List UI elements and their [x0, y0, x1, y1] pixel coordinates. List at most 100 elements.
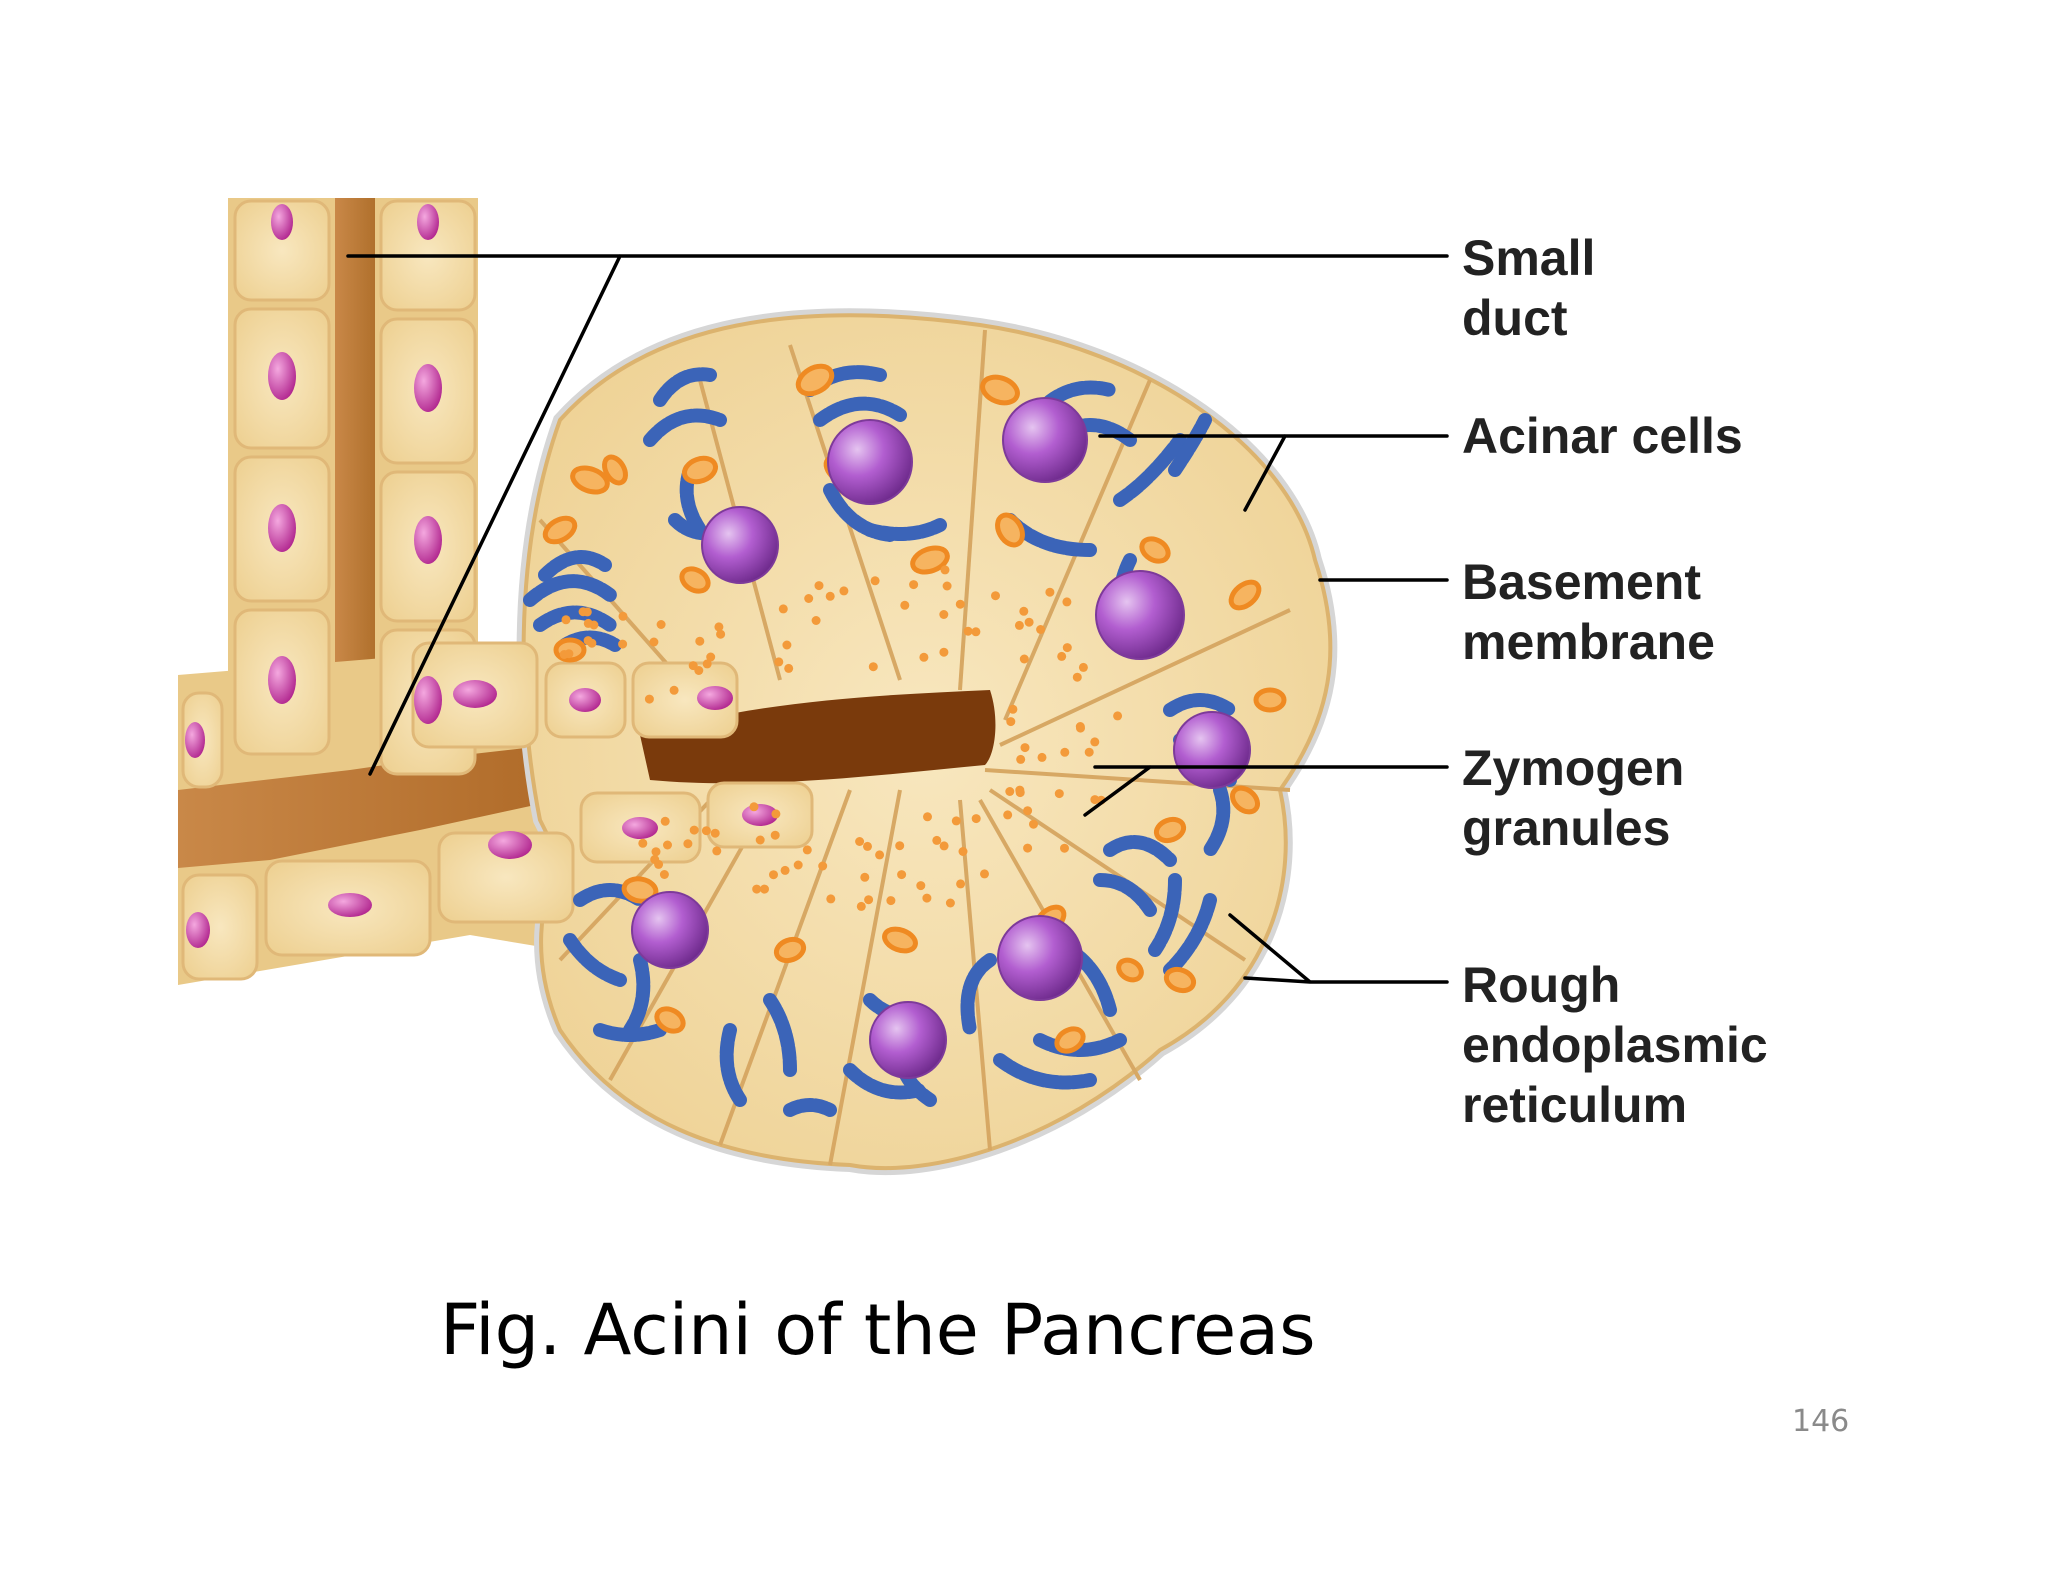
- acinar-cell-nucleus: [1002, 397, 1088, 483]
- duct-cell-nucleus: [622, 817, 658, 839]
- mitochondrion: [1054, 1026, 1086, 1054]
- zymogen-granule: [769, 870, 778, 880]
- duct-cell-nucleus: [697, 686, 733, 710]
- zymogen-granule: [714, 622, 724, 632]
- zymogen-granule: [587, 638, 597, 648]
- zymogen-granule: [1015, 785, 1025, 795]
- rough-er-strand: [1163, 893, 1217, 977]
- zymogen-granule: [1005, 787, 1015, 796]
- label-rough-er: Rough endoplasmic reticulum: [1462, 955, 1768, 1135]
- zymogen-granule: [752, 884, 762, 894]
- zymogen-granule: [971, 627, 981, 637]
- label-rough-er-line2: endoplasmic: [1462, 1017, 1768, 1073]
- duct-cell-nucleus: [417, 204, 439, 240]
- duct-cell: [181, 873, 259, 981]
- acinar-cell-nucleus: [1173, 711, 1251, 789]
- acinar-cell-nucleus: [827, 419, 913, 505]
- mitochondrion: [1228, 579, 1262, 611]
- duct-cells: [181, 199, 814, 981]
- zymogen-granule: [900, 600, 910, 610]
- acinus-lumen: [640, 690, 996, 784]
- zymogen-granule: [1060, 843, 1069, 853]
- zymogen-granule: [1029, 819, 1038, 829]
- label-zymogen-granules-line2: granules: [1462, 800, 1671, 856]
- zymogen-granule: [1076, 723, 1085, 733]
- zymogen-granule: [991, 591, 1000, 601]
- duct-cell-nucleus: [414, 364, 442, 412]
- mitochondrion: [795, 363, 835, 397]
- zymogen-granule: [695, 636, 705, 646]
- duct-cell-nucleus: [268, 656, 296, 704]
- rough-er-strand: [1168, 413, 1212, 477]
- rough-er-strand: [783, 1098, 837, 1117]
- rough-er-strand: [813, 396, 907, 427]
- duct-cell-nucleus: [186, 912, 210, 948]
- rough-er-strand: [863, 518, 947, 541]
- zymogen-granule: [980, 869, 989, 879]
- zymogen-granule: [618, 639, 628, 649]
- duct-cell-nucleus: [185, 722, 205, 758]
- zymogen-granule: [618, 611, 628, 621]
- zymogen-granule: [1008, 704, 1018, 714]
- zymogen-granule: [825, 591, 835, 601]
- zymogen-granule: [1023, 806, 1033, 816]
- label-rough-er-line1: Rough: [1462, 957, 1621, 1013]
- zymogen-granule: [932, 835, 942, 845]
- zymogen-granule: [582, 607, 592, 617]
- zymogen-granule: [942, 581, 952, 591]
- label-basement-membrane-line2: membrane: [1462, 614, 1715, 670]
- mitochondrion: [995, 512, 1025, 548]
- mitochondrion: [980, 374, 1020, 406]
- duct-cell-nucleus: [414, 676, 442, 724]
- mitochondrion: [882, 926, 918, 954]
- rough-er-strand: [763, 993, 797, 1077]
- mitochondrion: [679, 566, 711, 594]
- mitochondrion: [602, 454, 628, 486]
- label-basement-membrane: Basement membrane: [1462, 552, 1715, 672]
- zymogen-granule: [939, 610, 949, 619]
- label-zymogen-granules-line1: Zymogen: [1462, 740, 1685, 796]
- zymogen-granule: [1090, 795, 1100, 805]
- mitochondrion: [1163, 966, 1197, 994]
- zymogen-granule: [870, 576, 880, 586]
- label-acinar-cells: Acinar cells: [1462, 406, 1743, 466]
- rough-er-strand: [533, 605, 617, 632]
- zymogen-granule: [1084, 747, 1094, 757]
- rough-er-strand: [1203, 783, 1231, 857]
- duct-cell-nucleus: [271, 204, 293, 240]
- page-number: 146: [1792, 1404, 1850, 1439]
- zymogen-granule: [1016, 754, 1026, 764]
- duct-cell: [631, 661, 739, 739]
- zymogen-granule: [956, 879, 966, 889]
- zymogen-granule: [782, 640, 792, 650]
- zymogen-granule: [1054, 789, 1064, 799]
- zymogen-granule: [860, 872, 870, 882]
- duct-cell-nucleus: [569, 688, 601, 712]
- zymogen-granule: [688, 661, 698, 671]
- zymogen-granule: [955, 599, 965, 609]
- zymogen-granule: [716, 629, 726, 639]
- zymogen-granule: [940, 565, 950, 575]
- zymogen-granule: [895, 841, 905, 851]
- rough-er-strand: [1163, 693, 1237, 717]
- label-acinar-cells-line1: Acinar cells: [1462, 408, 1743, 464]
- zymogen-granule: [826, 894, 836, 904]
- zymogen-granule: [649, 637, 659, 647]
- zymogen-granule: [1036, 625, 1046, 634]
- zymogen-granule: [564, 649, 574, 659]
- zymogen-granule: [1060, 747, 1070, 757]
- rough-er-strand: [563, 933, 627, 987]
- mitochondrion: [1153, 816, 1187, 844]
- zymogen-granule: [1037, 752, 1047, 762]
- leader-small-duct: [346, 254, 1449, 776]
- zymogen-granule: [939, 841, 949, 851]
- label-zymogen-granules: Zymogen granules: [1462, 738, 1684, 858]
- mitochondrion: [570, 465, 610, 495]
- rough-er-strand: [1033, 1033, 1127, 1057]
- mitochondrion: [910, 545, 950, 575]
- acinar-cell-nucleus: [1095, 570, 1185, 660]
- zymogen-granule: [1020, 743, 1030, 753]
- acinar-cell-nucleus: [997, 915, 1083, 1001]
- rough-er-strand: [993, 1053, 1097, 1090]
- zymogen-granule: [856, 901, 866, 911]
